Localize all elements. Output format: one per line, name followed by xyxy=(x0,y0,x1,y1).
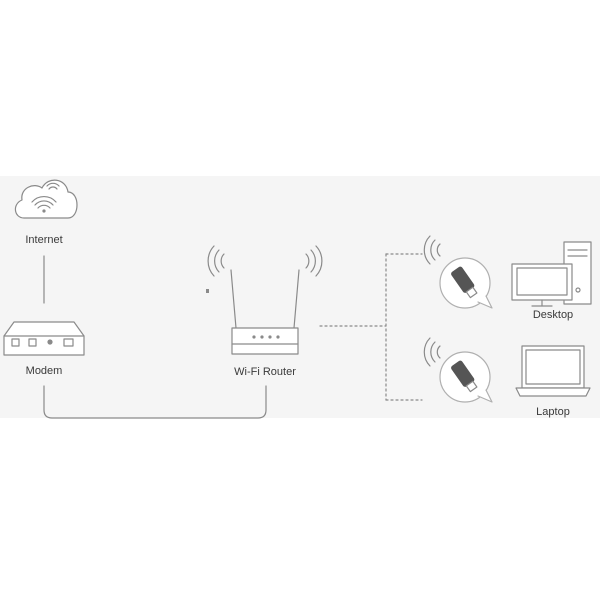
wireless-links xyxy=(319,253,423,401)
router-icon xyxy=(207,245,323,355)
modem-router-cable xyxy=(43,385,267,419)
router-label: Wi-Fi Router xyxy=(234,366,296,378)
bubble-tail xyxy=(477,389,493,403)
diagram-panel xyxy=(0,176,600,418)
usb-adapter-icon xyxy=(451,266,478,299)
wifi-icon xyxy=(46,182,60,190)
usb-adapter-icon xyxy=(451,360,478,393)
wifi-icon xyxy=(423,337,441,367)
wifi-icon xyxy=(207,245,225,277)
wifi-icon xyxy=(423,235,441,265)
modem-icon xyxy=(3,321,85,356)
desktop-icon xyxy=(511,241,592,307)
wifi-icon xyxy=(305,245,323,277)
bubble-tail xyxy=(477,295,493,309)
laptop-icon xyxy=(515,345,591,397)
modem-label: Modem xyxy=(25,365,63,377)
laptop-label: Laptop xyxy=(536,406,570,418)
wifi-icon xyxy=(31,196,57,213)
desktop-label: Desktop xyxy=(532,309,574,321)
cloud-icon xyxy=(14,179,78,219)
internet-label: Internet xyxy=(25,234,63,246)
indicator-mark xyxy=(206,289,209,293)
